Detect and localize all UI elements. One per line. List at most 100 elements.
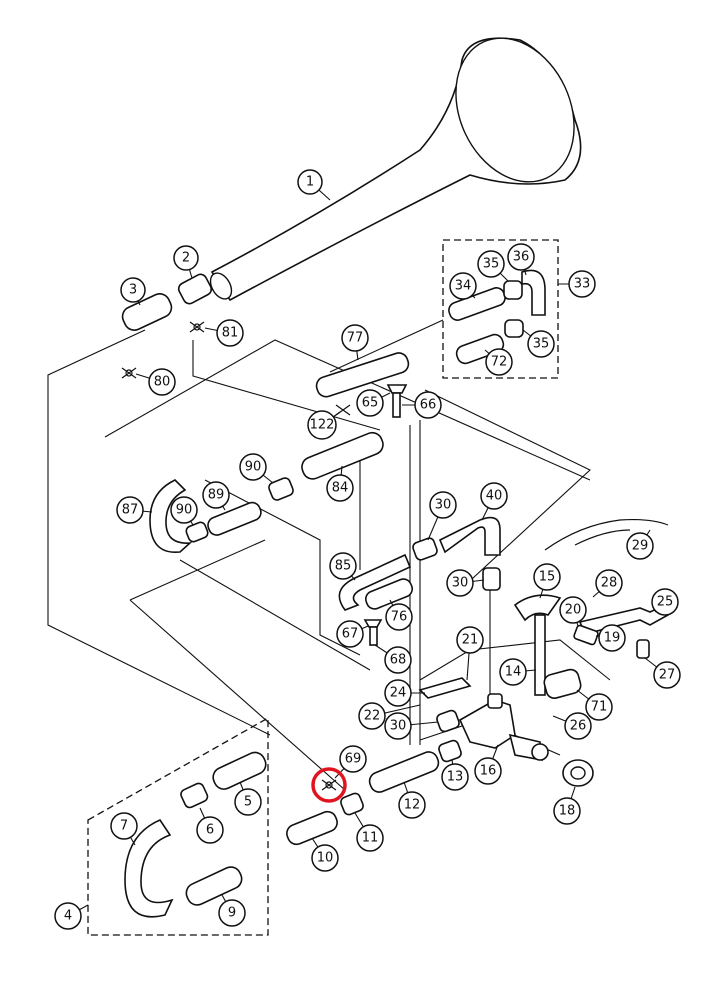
callout-circle <box>307 410 337 440</box>
callout-p40: 40 <box>480 482 508 521</box>
callout-label: 20 <box>565 603 582 618</box>
callout-label: 122 <box>310 418 335 433</box>
callout-circle <box>239 453 267 481</box>
callout-p19: 19 <box>595 624 626 652</box>
callout-p87: 87 <box>116 496 153 524</box>
callout-circle <box>429 491 457 519</box>
callout-p16: 16 <box>474 744 502 785</box>
callout-p4: 4 <box>54 902 89 930</box>
connector-90a <box>268 477 294 501</box>
callout-p72: 72 <box>484 348 513 376</box>
callout-label: 66 <box>420 398 437 413</box>
clamp-80 <box>121 367 137 379</box>
callout-label: 26 <box>570 719 587 734</box>
callout-circle <box>356 389 384 417</box>
callout-p14: 14 <box>499 658 537 686</box>
callout-circle <box>507 243 535 271</box>
callout-label: 16 <box>480 764 497 779</box>
callout-circle <box>414 391 442 419</box>
callout-p90b: 90 <box>170 496 198 526</box>
callout-label: 72 <box>491 355 508 370</box>
callout-p34: 34 <box>449 272 477 300</box>
connector-2 <box>177 273 213 305</box>
callout-label: 11 <box>362 831 379 846</box>
callout-label: 76 <box>391 610 408 625</box>
callout-circle <box>568 270 596 298</box>
tube-76 <box>364 578 414 610</box>
valve-65 <box>386 384 408 418</box>
callout-label: 81 <box>222 326 239 341</box>
callout-circle <box>653 661 681 689</box>
callout-p27: 27 <box>644 657 681 689</box>
callout-circle <box>120 277 146 303</box>
callout-circle <box>148 368 176 396</box>
callout-circle <box>398 791 426 819</box>
callout-p77: 77 <box>341 324 369 361</box>
callout-circle <box>564 712 592 740</box>
tube-77 <box>315 352 410 398</box>
callout-p33: 33 <box>558 270 596 298</box>
callout-circle <box>474 757 502 785</box>
callout-label: 40 <box>486 489 503 504</box>
callout-circle <box>527 330 555 358</box>
callout-circle <box>595 569 623 597</box>
callout-label: 36 <box>513 250 530 265</box>
callout-p25: 25 <box>651 588 679 616</box>
callout-circle <box>446 569 474 597</box>
group-33-box <box>442 239 559 379</box>
handle-15 <box>513 594 562 696</box>
callout-p29: 29 <box>626 529 654 560</box>
callout-circle <box>456 626 484 654</box>
callout-circle <box>499 658 527 686</box>
callout-circle <box>477 250 505 278</box>
callout-p22: 22 <box>358 702 421 730</box>
callout-p21: 21 <box>456 626 484 681</box>
callout-circle <box>110 812 138 840</box>
callout-circle <box>384 679 412 707</box>
callout-p10: 10 <box>311 837 339 872</box>
clip-69 <box>321 779 337 791</box>
callout-label: 6 <box>206 823 214 838</box>
callout-p30a: 30 <box>427 491 457 541</box>
highlight-ring <box>311 767 347 803</box>
callout-p35b: 35 <box>522 329 555 358</box>
callout-p9: 9 <box>218 894 246 927</box>
elbow-87 <box>149 479 193 553</box>
callout-label: 21 <box>462 633 479 648</box>
elbow-85 <box>338 553 412 611</box>
callout-label: 28 <box>601 576 618 591</box>
callout-circle <box>385 603 413 631</box>
callout-label: 2 <box>182 251 190 266</box>
callout-p28: 28 <box>592 569 623 598</box>
callout-label: 13 <box>447 770 464 785</box>
callout-circle <box>202 481 230 509</box>
callout-label: 30 <box>435 498 452 513</box>
callout-label: 30 <box>390 719 407 734</box>
bracket-24 <box>418 677 472 699</box>
callout-label: 7 <box>120 819 128 834</box>
callout-label: 90 <box>176 503 193 518</box>
assembly-lines <box>47 319 611 791</box>
callout-p71: 71 <box>576 689 613 721</box>
horn-bell <box>209 37 582 302</box>
callout-circle <box>216 319 244 347</box>
callout-label: 25 <box>657 595 674 610</box>
callout-circle <box>54 902 82 930</box>
callout-p89: 89 <box>202 481 230 511</box>
callout-p66: 66 <box>402 391 442 419</box>
tube-10 <box>286 810 338 846</box>
callout-circle <box>533 563 561 591</box>
callout-label: 9 <box>228 906 236 921</box>
callout-circle <box>651 588 679 616</box>
callout-label: 22 <box>364 709 381 724</box>
callout-label: 15 <box>539 570 556 585</box>
callout-circle <box>449 272 477 300</box>
connector-90b <box>185 521 209 543</box>
callout-label: 3 <box>129 283 137 298</box>
callout-label: 14 <box>505 665 522 680</box>
callout-label: 19 <box>604 631 621 646</box>
callout-p68: 68 <box>374 644 412 674</box>
connector-13 <box>438 739 462 763</box>
group-4-parts <box>124 751 267 918</box>
